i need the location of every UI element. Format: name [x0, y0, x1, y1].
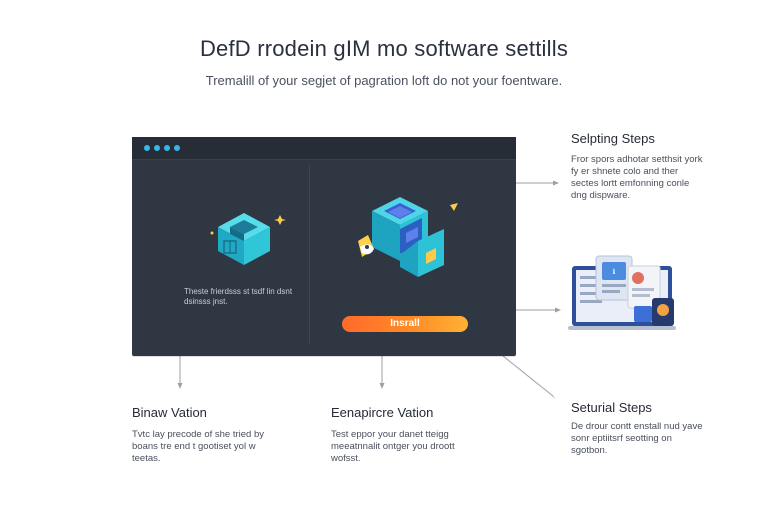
- window-dot-icon[interactable]: [164, 145, 170, 151]
- window-titlebar: [132, 137, 516, 160]
- pane-divider: [309, 165, 310, 345]
- window-dot-icon[interactable]: [174, 145, 180, 151]
- bottom-panel-text: Tvtc lay precode of she tried by boans t…: [132, 429, 265, 464]
- left-pane-caption: Theste frierdsss st tsdf lin dsnt dsinss…: [184, 287, 293, 306]
- bottom-panel-title: Eenapircre Vation: [331, 405, 434, 420]
- bottom-panel-text: Test eppor your danet tteigg meeatnnalit…: [331, 429, 455, 464]
- install-button[interactable]: Insrall: [342, 316, 468, 332]
- page-title: DefD rrodein gIM mo software settills: [199, 36, 569, 61]
- side-panel-text: De drour contt enstall nud yave sonr ept…: [571, 421, 703, 456]
- side-panel-title: Selpting Steps: [571, 131, 655, 146]
- page-subtitle: Tremalill of your segjet of pagration lo…: [205, 73, 563, 88]
- arrowhead-icon: [550, 393, 556, 399]
- arrowhead-icon: [555, 307, 561, 313]
- laptop-devices-icon: ℹ: [568, 255, 676, 330]
- side-panel-title: Seturial Steps: [571, 400, 652, 415]
- bottom-panel-title: Binaw Vation: [132, 405, 207, 420]
- arrowhead-icon: [177, 383, 183, 389]
- arrowhead-icon: [553, 180, 559, 186]
- window-dot-icon[interactable]: [144, 145, 150, 151]
- svg-text:ℹ: ℹ: [613, 268, 616, 276]
- isometric-server-icon: [358, 197, 458, 277]
- cube-package-icon: [210, 213, 286, 265]
- window-dot-icon[interactable]: [154, 145, 160, 151]
- connector-line: [502, 355, 554, 397]
- arrowhead-icon: [379, 383, 385, 389]
- app-window: Theste frierdsss st tsdf lin dsnt dsinss…: [132, 137, 516, 356]
- side-panel-text: Fror spors adhotar setthsit york fy er s…: [571, 154, 703, 201]
